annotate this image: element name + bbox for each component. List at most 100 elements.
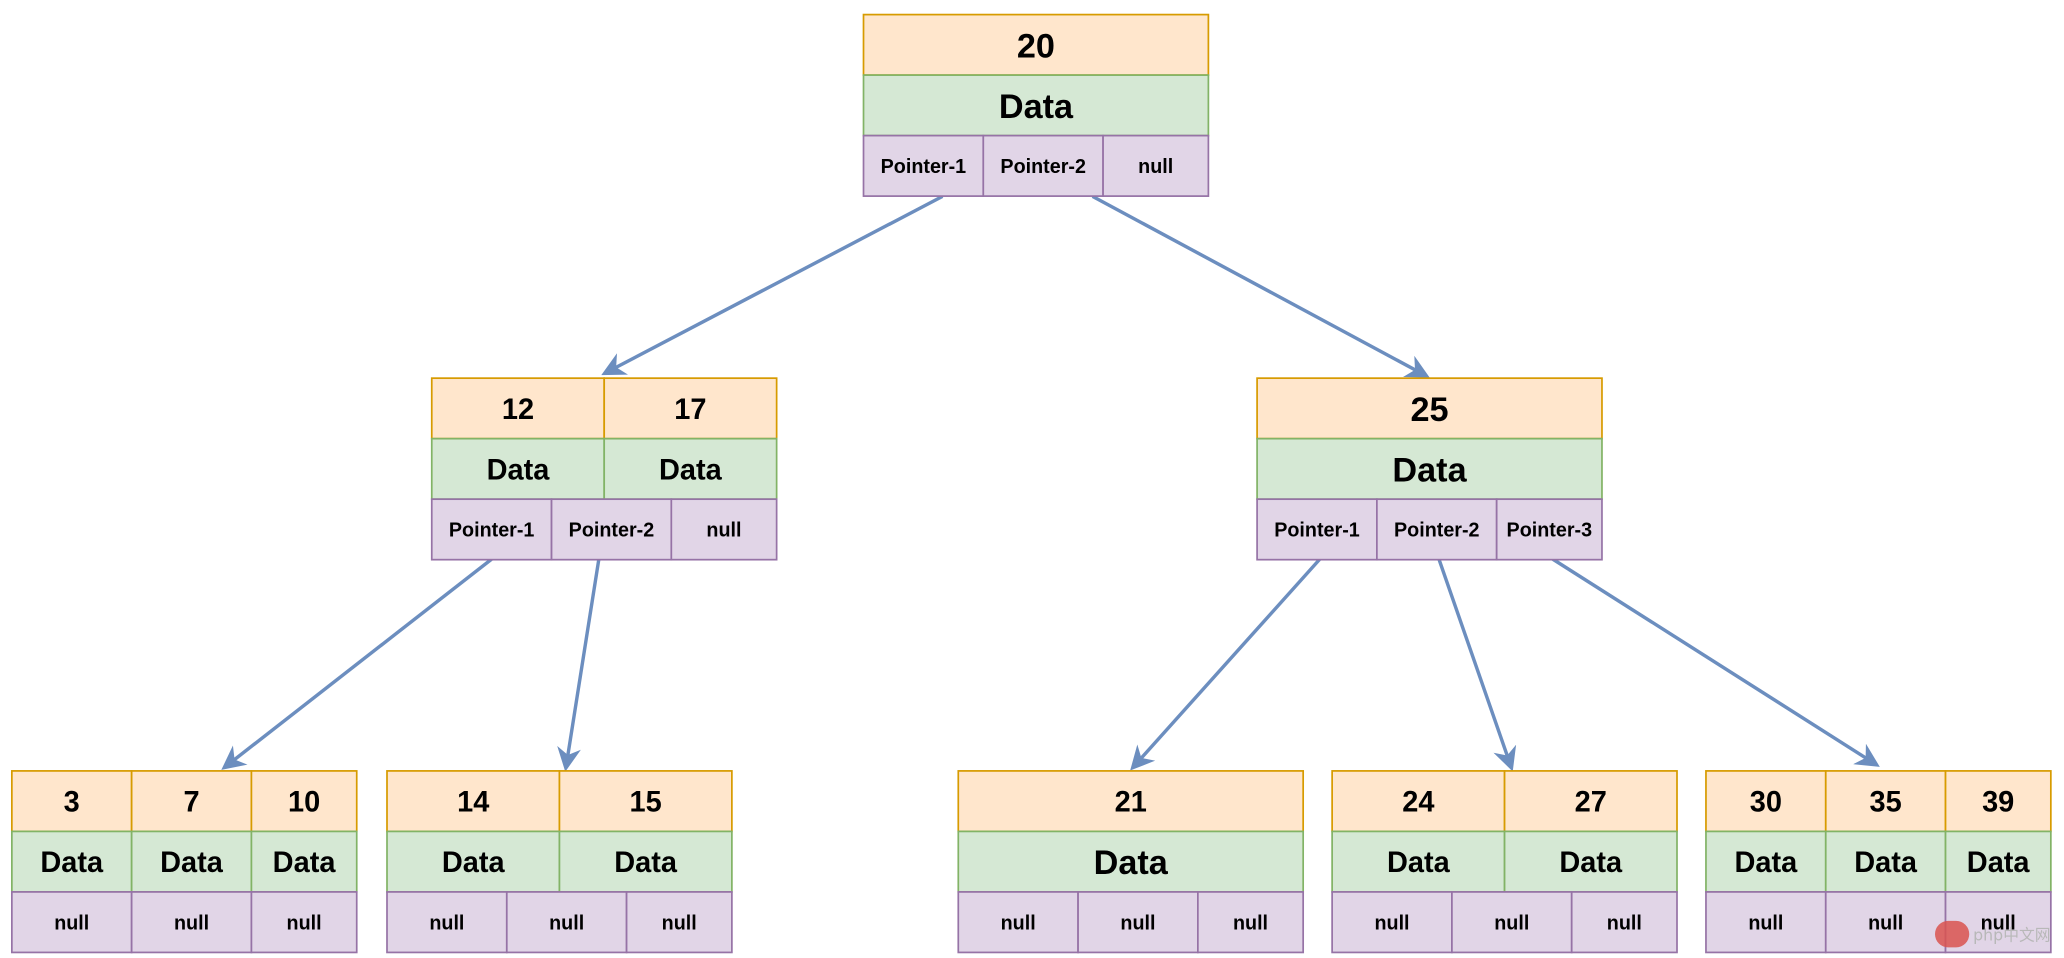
- data-cell: Data: [250, 830, 358, 893]
- pointer-cell-label: Pointer-1: [449, 520, 535, 542]
- data-cell: Data: [386, 830, 561, 893]
- pointer-cell-label: null: [1001, 912, 1036, 934]
- key-cell: 14: [386, 770, 561, 833]
- data-cell-box: [1944, 830, 2052, 893]
- data-cell-label: Data: [40, 847, 104, 879]
- key-cell-label: 15: [630, 787, 662, 819]
- data-cell: Data: [1824, 830, 1947, 893]
- pointer-cell: Pointer-1: [430, 498, 553, 561]
- key-cell-box: [1331, 770, 1506, 833]
- data-cell-label: Data: [614, 847, 678, 879]
- pointer-cell: null: [1824, 891, 1947, 954]
- key-cell-box: [1944, 770, 2052, 833]
- pointer-cell: null: [1077, 891, 1199, 954]
- pointer-cell: Pointer-2: [550, 498, 673, 561]
- key-cell-box: [603, 377, 778, 440]
- data-cell-box: [10, 830, 133, 893]
- pointer-cell-label: null: [1981, 912, 2016, 934]
- pointer-cell: null: [386, 891, 508, 954]
- data-cell: Data: [1944, 830, 2052, 893]
- pointer-cell-box: [550, 498, 673, 561]
- data-cell: Data: [862, 74, 1210, 137]
- pointer-cell: null: [1197, 891, 1305, 954]
- pointer-cell-label: null: [1233, 912, 1268, 934]
- watermark-text: php中文网: [1973, 926, 2050, 945]
- key-cell-label: 35: [1870, 787, 1902, 819]
- pointer-cell: null: [625, 891, 733, 954]
- edges-layer: [221, 194, 1880, 772]
- key-cell: 27: [1503, 770, 1678, 833]
- data-cell: Data: [603, 437, 778, 501]
- pointer-cell-box: [250, 891, 358, 954]
- data-cell-box: [250, 830, 358, 893]
- key-cell: 15: [558, 770, 733, 833]
- key-cell-label: 24: [1402, 787, 1434, 819]
- key-cell: 24: [1331, 770, 1506, 833]
- key-cell-label: 3: [64, 787, 80, 819]
- pointer-cell-box: [130, 891, 253, 954]
- data-cell-box: [558, 830, 733, 893]
- pointer-cell: null: [130, 891, 253, 954]
- pointer-cell-box: [862, 134, 985, 197]
- watermark: php中文网: [1935, 920, 2051, 948]
- pointer-cell-label: null: [1138, 156, 1173, 178]
- key-cell: 25: [1256, 377, 1603, 440]
- pointer-cell-box: [670, 498, 778, 561]
- pointer-cell-box: [505, 891, 628, 954]
- data-cell-label: Data: [1734, 847, 1798, 879]
- pointer-cell: null: [505, 891, 628, 954]
- edge-right-to-leaf-3: [1130, 557, 1322, 771]
- edge-left-to-leaf-2: [557, 558, 601, 772]
- pointer-cell-label: Pointer-2: [1394, 520, 1480, 542]
- pointer-cell-label: null: [1374, 912, 1409, 934]
- pointer-cell: null: [10, 891, 133, 954]
- key-cell-label: 7: [183, 787, 199, 819]
- edge-root-to-left: [601, 194, 944, 376]
- pointer-cell: Pointer-3: [1495, 498, 1603, 561]
- pointer-cell: Pointer-1: [862, 134, 985, 197]
- pointer-cell-label: null: [662, 912, 697, 934]
- pointer-cell-box: [1705, 891, 1827, 954]
- pointer-cell-label: null: [1868, 912, 1903, 934]
- data-cell-label: Data: [1854, 847, 1918, 879]
- key-cell-label: 25: [1410, 391, 1448, 429]
- data-cell: Data: [430, 437, 606, 501]
- pointer-cell-box: [1077, 891, 1199, 954]
- key-cell-label: 39: [1982, 787, 2014, 819]
- pointer-cell-label: null: [287, 912, 322, 934]
- pointer-cell-box: [1824, 891, 1947, 954]
- key-cell: 17: [603, 377, 778, 440]
- key-cell-box: [957, 770, 1305, 833]
- pointer-cell: null: [670, 498, 778, 561]
- pointer-cell-label: Pointer-2: [1000, 156, 1086, 178]
- data-cell: Data: [1705, 830, 1827, 893]
- pointer-cell-label: null: [549, 912, 584, 934]
- edge-root-to-right: [1091, 194, 1430, 378]
- pointer-cell-label: null: [1748, 912, 1783, 934]
- pointer-cell: null: [957, 891, 1079, 954]
- pointer-cell-box: [1570, 891, 1678, 954]
- key-cell: 3: [10, 770, 133, 833]
- edge-right-to-leaf-5: [1551, 557, 1880, 767]
- pointer-cell-box: [1376, 498, 1498, 561]
- pointer-cell: null: [1102, 134, 1210, 197]
- data-cell-label: Data: [273, 847, 337, 879]
- data-cell-label: Data: [1387, 847, 1451, 879]
- pointer-cell: Pointer-2: [982, 134, 1104, 197]
- edge-right-to-leaf-4: [1437, 558, 1517, 772]
- data-cell: Data: [10, 830, 133, 893]
- data-cell: Data: [1503, 830, 1678, 893]
- key-cell-label: 20: [1017, 27, 1055, 65]
- key-cell: 12: [430, 377, 606, 440]
- pointer-cell-box: [957, 891, 1079, 954]
- pointer-cell-label: null: [1607, 912, 1642, 934]
- key-cell: 30: [1705, 770, 1827, 833]
- data-cell-box: [1705, 830, 1827, 893]
- pointer-cell: null: [1331, 891, 1453, 954]
